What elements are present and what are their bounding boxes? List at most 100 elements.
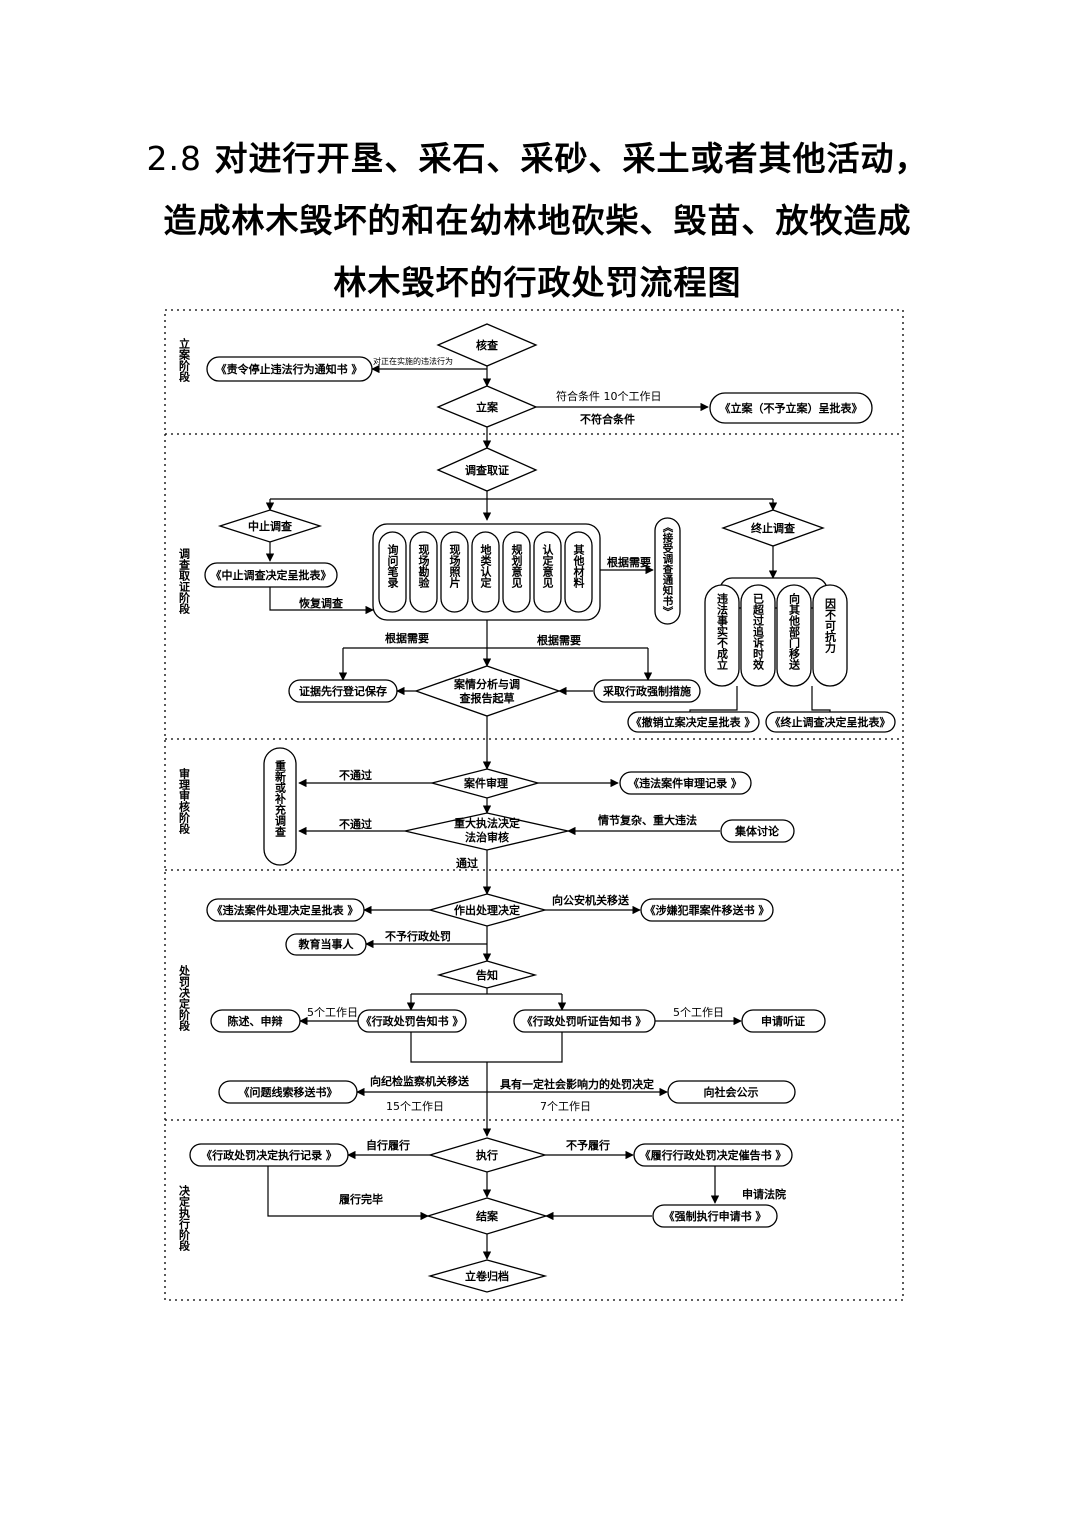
node-jiti: 集体讨论 [734,824,780,838]
reason-pill-2 [740,584,776,687]
label-15day: 15个工作日 [386,1100,444,1113]
box-zeling [206,356,373,382]
label-5day-1: 5个工作日 [307,1006,358,1019]
diamond-lian [436,385,538,428]
node-chenshu: 陈述、申辩 [228,1014,283,1028]
page-title: 2.8 对进行开垦、采石、采砂、采土或者其他活动， 造成林木毁坏的和在幼林地砍柴… [0,128,1075,314]
node-zhongjie: 终止调查 [751,521,795,535]
diamond-jiean [425,1197,549,1235]
box-gongshi [667,1080,796,1104]
diamond-chuli [427,893,548,927]
reason-pill-3 [776,584,812,687]
label-lvwan: 履行完毕 [339,1192,383,1206]
title-line-3: 林木毁坏的行政处罚流程图 [333,263,742,302]
reason-pill-1 [704,584,740,687]
evidence-item-7: 其他材料 [572,543,586,589]
box-chexiao [627,711,760,733]
label-genju-2: 根据需要 [385,631,429,645]
diamond-anqing [414,665,561,717]
reason-pill-4 [812,584,848,687]
label-zizhu: 自行履行 [366,1138,410,1152]
node-zhixingjilu: 《行政处罚决定执行记录 》 [201,1148,337,1162]
ev-pill-5 [502,531,531,613]
diamond-diaocha [436,447,538,492]
box-chongxin [263,747,297,866]
node-lian: 立案 [476,400,499,414]
box-wenti [218,1080,358,1104]
node-shenli: 案件审理 [463,776,508,790]
label-buyulv: 不予履行 [566,1138,610,1152]
box-jieshou [654,517,681,625]
stage-label-5: 决定执行阶段 [178,1184,192,1252]
node-gongshi: 向社会公示 [704,1085,759,1099]
node-jieshou: 《接受调查通知书》 [662,522,674,617]
diamond-lijuan [427,1259,548,1293]
evidence-item-3: 现场照片 [448,544,461,589]
box-zhongjiebiao [765,711,896,733]
stage-label-1: 立案阶段 [178,337,192,383]
stage-label-3: 审理审核阶段 [178,767,191,835]
diamond-hecha [436,323,538,367]
node-zeling: 《责令停止违法行为通知书 》 [216,362,363,376]
reason-item-2: 已超过追诉时效 [752,593,766,671]
node-qiangzhi: 《强制执行申请书 》 [664,1209,767,1223]
title-line-1: 对进行开垦、采石、采砂、采土或者其他活动， [214,139,929,178]
label-7day: 7个工作日 [540,1100,591,1113]
box-lianbiao [709,392,873,424]
node-zhongda-2: 法治审核 [465,830,509,844]
node-gaozhishu: 《行政处罚告知书 》 [361,1014,464,1028]
label-qingjie: 情节复杂、重大违法 [598,813,697,827]
box-jiaoyu [285,933,367,956]
node-gaozhi: 告知 [476,968,498,982]
node-zhongjiebiao: 《终止调查决定呈批表》 [770,715,891,729]
reason-item-4: 因不可抗力 [824,598,837,654]
box-gaozhishu [357,1009,467,1033]
node-chongxin: 重新或补充调查 [274,759,288,837]
node-wenti: 《问题线索移送书》 [239,1085,338,1099]
stage-label-4: 处罚决定阶段 [178,964,192,1032]
label-huifu: 恢复调查 [299,596,343,610]
box-qiangzhi [652,1204,778,1228]
node-zhongzhibiao: 《中止调查决定呈批表》 [211,568,332,582]
ev-pill-6 [533,531,562,613]
node-shexian: 《涉嫌犯罪案件移送书 》 [645,903,770,917]
diamond-gaozhi [436,960,538,989]
node-anqing-1: 案情分析与调 [453,677,520,691]
ev-pill-4 [471,531,500,613]
box-chulibiao [206,898,365,922]
box-zhengju [288,679,398,703]
node-diaocha: 调查取证 [465,463,509,477]
evidence-item-6: 认定意见 [541,543,554,589]
label-gongan: 向公安机关移送 [552,893,630,907]
node-caiqu: 采取行政强制措施 [602,684,691,698]
node-lianbiao: 《立案（不予立案）呈批表》 [720,401,863,415]
label-bufuhe: 不符合条件 [580,412,635,426]
label-buyu: 不予行政处罚 [385,929,451,943]
stage-label-2: 调查取证阶段 [178,547,191,615]
box-shenlijilu [619,771,752,795]
box-caiqu [593,679,701,703]
diamond-shenli [429,768,541,799]
node-hecha: 核查 [476,338,498,352]
shapes [189,323,896,1293]
label-jijian: 向纪检监察机关移送 [370,1074,470,1088]
label-tongguo: 通过 [456,856,478,870]
node-zhengju: 证据先行登记保存 [299,684,387,698]
reason-item-1: 违法事实不成立 [716,592,729,671]
evidence-item-4: 地类认定 [479,543,492,589]
ev-pill-7 [564,531,593,613]
node-anqing-2: 查报告起草 [460,691,515,705]
box-chenshu [210,1009,301,1033]
box-tingzheng [513,1009,656,1033]
label-butongguo-2: 不通过 [339,817,372,831]
label-yiding: 具有一定社会影响力的处罚决定 [500,1077,654,1091]
node-tingzheng: 《行政处罚听证告知书 》 [522,1014,647,1028]
label-genju-3: 根据需要 [537,633,581,647]
box-zhixingjilu [189,1143,349,1167]
ev-pill-3 [440,531,469,613]
node-shenqing: 申请听证 [761,1014,805,1028]
box-jiti [720,819,795,843]
label-butongguo-1: 不通过 [339,768,372,782]
evidence-item-2: 现场勘验 [417,544,430,589]
node-zhongda-1: 重大执法决定 [454,816,520,830]
